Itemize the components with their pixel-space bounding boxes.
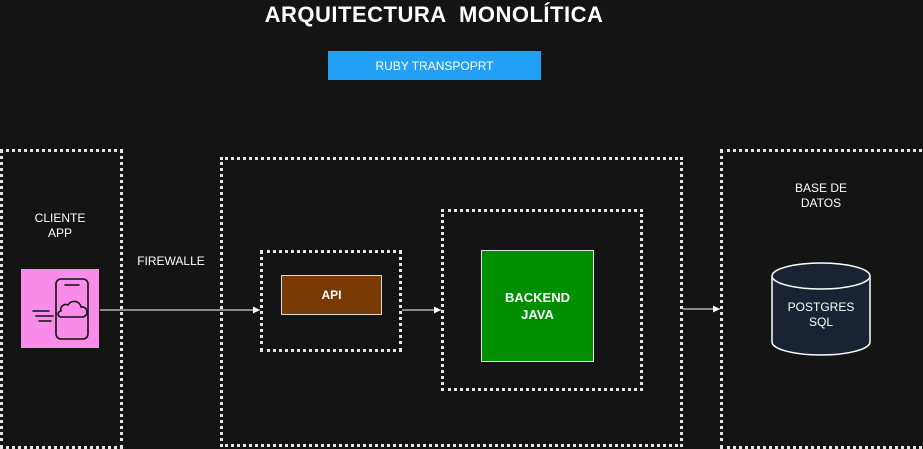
database-header-line2: DATOS — [800, 196, 842, 210]
database-label-line1: POSTGRES — [787, 300, 855, 314]
database-cylinder-icon — [771, 262, 871, 356]
client-app-label-line2: APP — [47, 226, 72, 240]
api-block: API — [281, 275, 382, 315]
mobile-cloud-icon-glyph — [32, 278, 89, 340]
client-app-label-line1: CLIENTE — [34, 211, 86, 225]
ruby-transport-badge: RUBY TRANSPOPRT — [328, 51, 541, 80]
client-app-label: CLIENTE APP — [0, 211, 120, 241]
database-label-line2: SQL — [808, 315, 833, 329]
mobile-cloud-icon — [21, 269, 99, 348]
backend-label-line1: BACKEND — [505, 290, 570, 305]
backend-java-block: BACKEND JAVA — [481, 250, 594, 362]
database-header-line1: BASE DE — [794, 181, 848, 195]
firewall-label: FIREWALLE — [137, 254, 205, 268]
database-header-label: BASE DE DATOS — [760, 181, 882, 211]
backend-label-line2: JAVA — [521, 307, 554, 322]
diagram-connectors — [100, 262, 871, 356]
api-container — [260, 250, 402, 352]
diagram-title: ARQUITECTURA MONOLÍTICA — [264, 2, 604, 27]
database-label: POSTGRES SQL — [772, 300, 870, 330]
backend-container — [441, 209, 643, 391]
